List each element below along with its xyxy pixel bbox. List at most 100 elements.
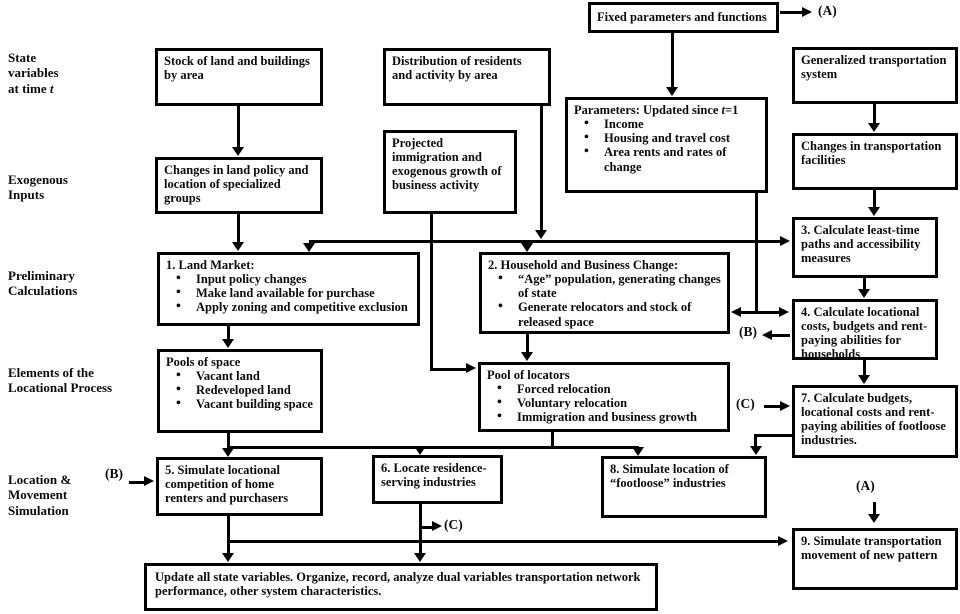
bullet-item: Housing and travel cost xyxy=(574,130,759,146)
box-parameters-title: Parameters: Updated since t=1 xyxy=(574,103,759,117)
row-label-location-movement-simulation: Location & Movement Simulation xyxy=(8,472,72,518)
connector-box2-box4-line xyxy=(741,311,779,314)
arrowhead-into-parameters xyxy=(666,87,678,96)
box-1-land-market: 1. Land Market: Input policy changes Mak… xyxy=(157,252,420,326)
arrowhead-C-into-box7 xyxy=(780,401,790,411)
connector-box4-to-B-line xyxy=(772,334,790,337)
row-label-exogenous-inputs: Exogenous Inputs xyxy=(8,172,68,203)
connector-box6-down-line xyxy=(419,504,422,554)
arrowhead-box5-into-update xyxy=(222,553,234,562)
arrowhead-box4-to-B xyxy=(762,330,772,340)
box-2-household-business-change: 2. Household and Business Change: “Age” … xyxy=(479,252,730,334)
row-label-preliminary-calculations: Preliminary Calculations xyxy=(8,268,78,299)
connector-box4-to-box7-line xyxy=(863,360,866,377)
arrowhead-trunk-into-box3 xyxy=(780,236,790,246)
box-changes-land-policy: Changes in land policy and location of s… xyxy=(155,157,323,214)
box-stock-of-land: Stock of land and buildings by area xyxy=(155,48,323,106)
bullet-item: Forced relocation xyxy=(487,381,721,397)
arrowhead-into-box7-top xyxy=(858,375,870,384)
box-generalized-transportation: Generalized transportation system xyxy=(792,47,958,104)
pools-of-space-title: Pools of space xyxy=(166,355,241,369)
bullet-item: Income xyxy=(574,116,759,132)
box-4-calculate-costs: 4. Calculate locational costs, budgets a… xyxy=(792,299,938,360)
connector-projected-right-line xyxy=(430,368,468,371)
row-label-line: variables xyxy=(8,65,59,81)
box-7-text: 7. Calculate budgets, locational costs a… xyxy=(801,391,946,448)
arrowhead-distribution-to-trunk xyxy=(535,230,547,239)
box-5-text: 5. Simulate locational competition of ho… xyxy=(165,463,289,506)
connector-pools-to-trunk-line xyxy=(227,433,230,447)
bullet-item: Redeveloped land xyxy=(166,382,314,398)
box-pool-of-locators: Pool of locators Forced relocation Volun… xyxy=(478,362,730,432)
box-projected-immigration: Projected immigration and exogenous grow… xyxy=(383,130,517,214)
box-fixed-parameters-text: Fixed parameters and functions xyxy=(597,10,767,24)
box-7-calculate-budgets: 7. Calculate budgets, locational costs a… xyxy=(792,385,958,458)
arrowhead-trunk-into-box8 xyxy=(632,447,644,456)
pool-of-locators-title: Pool of locators xyxy=(487,368,570,382)
connector-box7-exit-vertical xyxy=(754,434,757,448)
arrowhead-trunk-into-box2 xyxy=(521,243,533,252)
box-9-simulate-transportation: 9. Simulate transportation movement of n… xyxy=(792,528,958,590)
arrowhead-into-poollocators-top xyxy=(521,352,533,361)
box-changes-transportation-text: Changes in transportation facilities xyxy=(801,139,942,168)
box-9-text: 9. Simulate transportation movement of n… xyxy=(801,534,942,563)
arrowhead-box7-into-box8 xyxy=(750,446,762,455)
bullet-item: Vacant land xyxy=(166,368,314,384)
connector-fixedparams-to-parameters-line xyxy=(671,33,674,88)
connector-changestransp-to-box3-line xyxy=(873,190,876,208)
box-8-text: 8. Simulate location of “footloose” indu… xyxy=(610,462,729,491)
connector-trunk-preliminary-line xyxy=(309,240,782,243)
arrowhead-box6-into-update xyxy=(414,553,426,562)
parameters-bullet-list: Income Housing and travel cost Area rent… xyxy=(574,116,759,174)
connector-poollocators-to-trunk-line xyxy=(551,432,554,447)
box-2-bullet-list: “Age” population, generating changes of … xyxy=(488,271,721,329)
row-label-italic-t: t xyxy=(49,80,54,96)
arrowhead-into-changesland xyxy=(232,147,244,156)
arrowhead-into-landmarket xyxy=(232,242,244,251)
parameters-title-italic-t: t xyxy=(721,103,726,117)
connector-box3-to-box4-line xyxy=(863,278,866,291)
connector-box2-to-poollocators-line xyxy=(526,334,529,354)
box-stock-of-land-text: Stock of land and buildings by area xyxy=(164,54,310,83)
box-4-text: 4. Calculate locational costs, budgets a… xyxy=(801,305,928,360)
box-2-title: 2. Household and Business Change: xyxy=(488,258,678,272)
row-label-line: at time xyxy=(8,80,50,96)
connector-trunk-locational-line xyxy=(227,446,639,449)
row-label-state-variables: State variables at time t xyxy=(8,50,88,96)
connector-C-to-box7-line xyxy=(764,405,782,408)
bullet-item: Area rents and rates of change xyxy=(574,144,759,173)
connector-generalized-to-changestransp-line xyxy=(873,104,876,124)
arrowhead-into-box4-left xyxy=(779,307,789,317)
box-update-text: Update all state variables. Organize, re… xyxy=(155,570,641,599)
connector-parameters-down-line xyxy=(755,193,758,313)
bullet-item: Voluntary relocation xyxy=(487,395,721,411)
box-parameters-updated: Parameters: Updated since t=1 Income Hou… xyxy=(565,97,768,193)
box-3-text: 3. Calculate least-time paths and access… xyxy=(801,223,921,266)
arrowhead-trunk-into-box1 xyxy=(303,243,315,252)
connector-distribution-down-line xyxy=(540,106,543,232)
bullet-item: Input policy changes xyxy=(166,271,411,287)
connector-B-to-box5-line xyxy=(129,481,146,484)
connector-label-A-bottom: (A) xyxy=(856,478,875,493)
arrowhead-into-changestransp xyxy=(868,123,880,132)
box-changes-land-policy-text: Changes in land policy and location of s… xyxy=(164,163,309,206)
box-6-text: 6. Locate residence-serving industries xyxy=(381,461,487,490)
row-label-elements-locational-process: Elements of the Locational Process xyxy=(8,365,113,396)
box-3-calculate-paths: 3. Calculate least-time paths and access… xyxy=(792,217,938,278)
box-8-simulate-footloose-location: 8. Simulate location of “footloose” indu… xyxy=(601,456,767,518)
box-distribution-residents-text: Distribution of residents and activity b… xyxy=(392,54,522,83)
arrowhead-into-box2-right xyxy=(731,307,741,317)
connector-label-B-right: (B) xyxy=(739,324,757,339)
arrowhead-into-pools xyxy=(222,339,234,348)
box-6-locate-residence-serving: 6. Locate residence-serving industries xyxy=(372,455,503,504)
connector-label-A-top: (A) xyxy=(818,3,837,18)
box-generalized-transportation-text: Generalized transportation system xyxy=(801,53,947,82)
connector-label-C-right: (C) xyxy=(736,396,755,411)
arrowhead-trunk-into-box5 xyxy=(222,448,234,457)
arrowhead-A-into-box9 xyxy=(868,514,880,523)
box-changes-transportation: Changes in transportation facilities xyxy=(792,133,958,190)
row-label-line: State xyxy=(8,50,37,65)
arrowhead-projected-into-poollocators xyxy=(466,363,476,373)
parameters-title-prefix: Parameters: Updated since xyxy=(574,103,722,117)
